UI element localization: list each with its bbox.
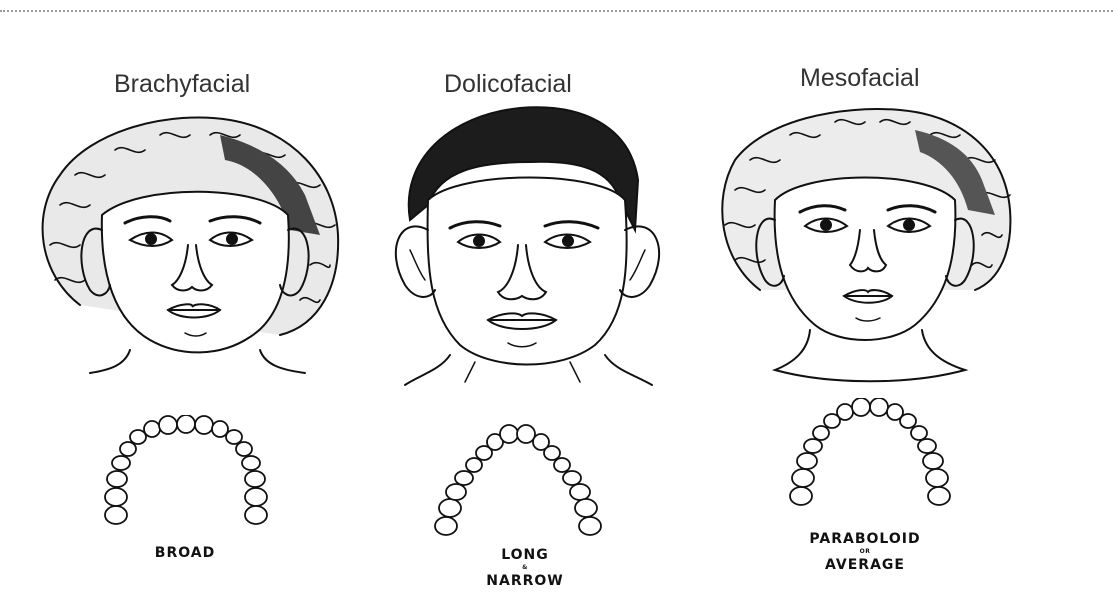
arch-label-long: LONG [465, 546, 585, 564]
title-mesofacial: Mesofacial [800, 64, 920, 93]
dental-arch-long-narrow [430, 420, 610, 540]
face-dolicofacial [380, 100, 680, 395]
face-mesofacial [710, 100, 1020, 390]
arch-label-broad-line1: BROAD [130, 544, 240, 562]
title-brachyfacial: Brachyfacial [114, 70, 250, 99]
face-brachyfacial [20, 105, 350, 395]
dotted-top-rule [0, 10, 1113, 12]
arch-label-broad: BROAD [130, 544, 240, 562]
dental-arch-broad [100, 415, 280, 530]
title-dolicofacial: Dolicofacial [444, 70, 572, 99]
arch-label-narrow: NARROW [465, 572, 585, 590]
arch-label-or: OR [790, 548, 940, 556]
arch-label-paraboloid-average: PARABOLOID OR AVERAGE [790, 530, 940, 574]
arch-label-ampersand: & [465, 564, 585, 572]
arch-label-long-narrow: LONG & NARROW [465, 546, 585, 590]
arch-label-average: AVERAGE [790, 556, 940, 574]
dental-arch-paraboloid [785, 398, 960, 513]
arch-label-paraboloid: PARABOLOID [790, 530, 940, 548]
